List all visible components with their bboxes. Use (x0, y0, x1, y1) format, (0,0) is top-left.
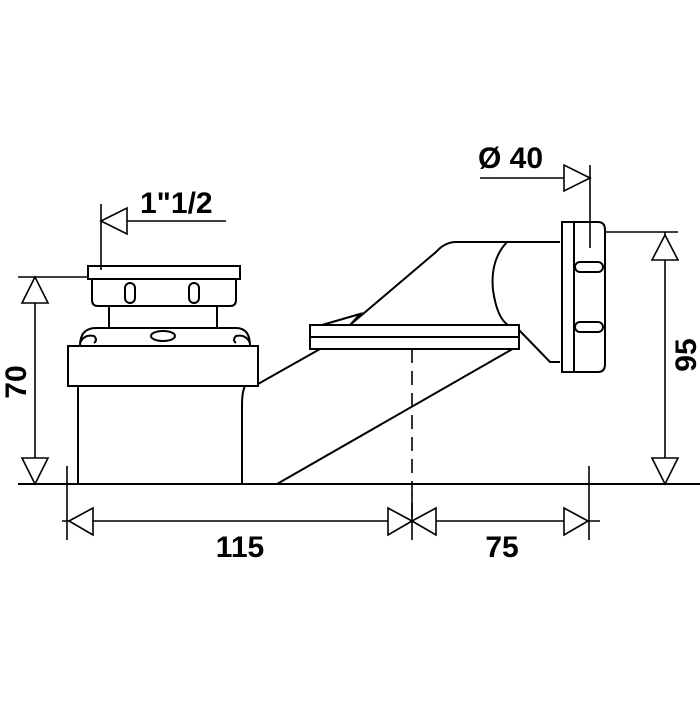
collar-hole (150, 330, 176, 342)
outlet-fitting (561, 221, 606, 373)
label-thread-size: 1"1/2 (140, 187, 213, 220)
label-outlet-diameter: Ø 40 (478, 142, 543, 175)
trap-body (67, 265, 259, 484)
outlet-grip-2 (574, 321, 604, 333)
top-nut (91, 278, 237, 307)
label-body-height: 70 (0, 365, 33, 398)
outlet-nut (573, 221, 606, 373)
collar (78, 327, 252, 347)
dim-thread-size: 1"1/2 (99, 187, 226, 270)
nut-grip-2 (188, 282, 200, 304)
dim-horizontal: 115 75 (62, 466, 600, 564)
body-band (67, 345, 259, 387)
dim-body-height: 70 (0, 275, 88, 486)
nut-grip-1 (124, 282, 136, 304)
label-outlet-height: 95 (670, 338, 700, 371)
dim-outlet-diameter: Ø 40 (478, 142, 592, 248)
outlet-grip-1 (574, 261, 604, 273)
top-nut-cap (87, 265, 241, 280)
label-body-to-axis: 115 (216, 531, 264, 564)
label-axis-to-outlet: 75 (485, 531, 518, 564)
outlet-flange (561, 221, 575, 373)
connector (257, 241, 560, 520)
dim-outlet-height: 95 (605, 231, 700, 486)
